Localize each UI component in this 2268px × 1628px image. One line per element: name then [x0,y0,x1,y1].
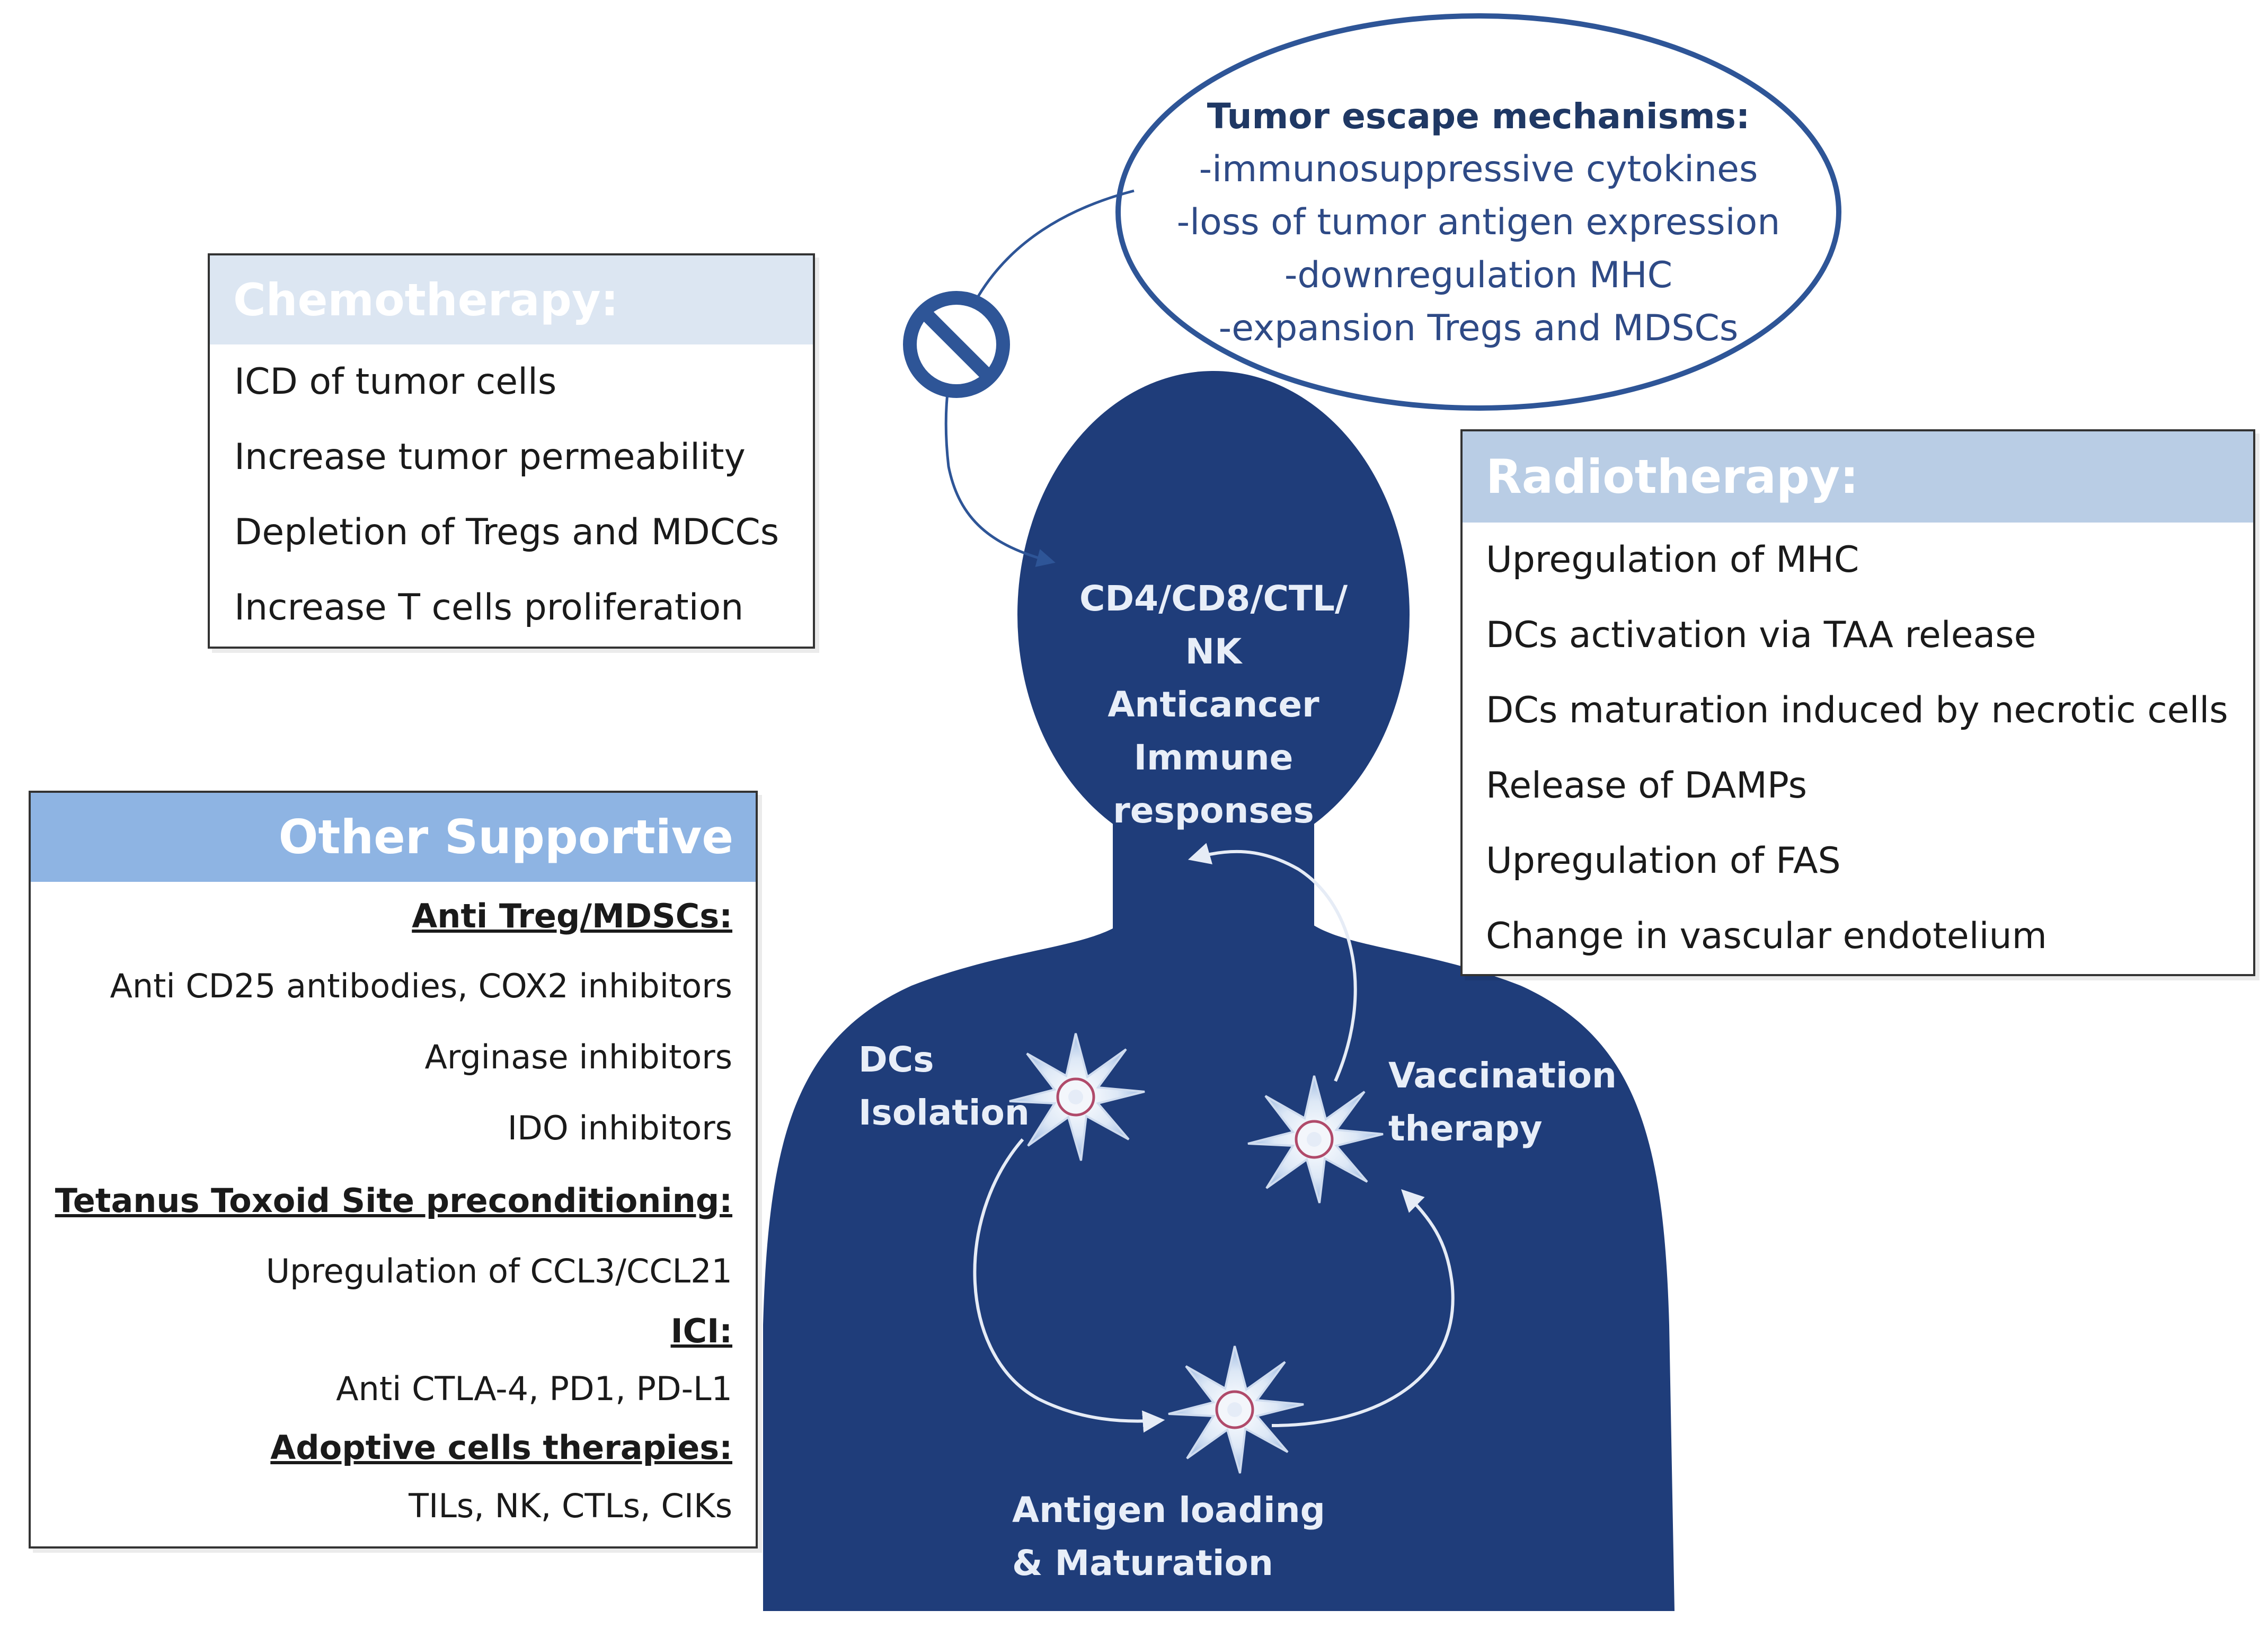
escape-arrow-path [944,189,1135,567]
immune-label-line: NK [1185,631,1242,672]
radiotherapy-item: DCs maturation induced by necrotic cells [1486,689,2228,731]
chemotherapy-item: Increase tumor permeability [234,436,746,478]
immune-label-line: responses [1113,790,1314,831]
radiotherapy-item: Upregulation of FAS [1486,840,1841,882]
other-section-heading: Adoptive cells therapies: [270,1428,732,1467]
other-section-item: Anti CTLA-4, PD1, PD-L1 [336,1369,732,1408]
other-section-item: TILs, NK, CTLs, CIKs [409,1487,732,1525]
vaccination-label-line: therapy [1388,1108,1543,1149]
chemotherapy-title: Chemotherapy: [210,255,813,344]
other-section-item: Anti CD25 antibodies, COX2 inhibitors [110,967,732,1005]
human-silhouette [763,371,1675,1611]
tumor-escape-text: Tumor escape mechanisms: -immunosuppress… [1113,90,1844,355]
other-section-item: Upregulation of CCL3/CCL21 [265,1252,732,1290]
chemotherapy-item: Depletion of Tregs and MDCCs [234,511,779,553]
cycle-arrow-antigen-to-vaccination [1271,1189,1455,1427]
other-section-heading: Anti Treg/MDSCs: [412,897,732,935]
tumor-escape-ellipse [1115,13,1841,411]
other-section-heading: ICI: [670,1312,732,1350]
radiotherapy-item: Release of DAMPs [1486,765,1808,807]
immune-response-label: CD4/CD8/CTL/ NK Anticancer Immune respon… [1055,572,1372,837]
other-section-heading: Tetanus Toxoid Site preconditioning: [55,1181,732,1220]
escape-title: Tumor escape mechanisms: [1207,96,1750,137]
other-section-item: Arginase inhibitors [424,1038,733,1076]
chemotherapy-item: ICD of tumor cells [234,361,557,403]
antigen-label-line: & Maturation [1012,1543,1273,1583]
immune-label-line: CD4/CD8/CTL/ [1079,578,1348,619]
escape-item: -expansion Tregs and MDSCs [1218,307,1739,349]
immune-label-line: Immune [1133,737,1294,778]
vaccination-label-line: Vaccination [1388,1055,1617,1096]
antigen-label-line: Antigen loading [1012,1490,1325,1530]
escape-item: -downregulation MHC [1284,254,1673,296]
radiotherapy-title: Radiotherapy: [1463,431,2253,523]
radiotherapy-item: DCs activation via TAA release [1486,614,2036,656]
radiotherapy-box: Radiotherapy: Upregulation of MHC DCs ac… [1460,429,2255,976]
other-section-item: IDO inhibitors [507,1109,732,1147]
escape-item: -loss of tumor antigen expression [1176,201,1780,243]
dcs-isolation-label: DCs Isolation [858,1033,1030,1139]
other-therapies-title: Other Supportive therapies: [31,793,756,953]
isolation-label-line: DCs [858,1039,934,1080]
isolation-label-line: Isolation [858,1092,1030,1133]
chemotherapy-item: Increase T cells proliferation [234,587,744,629]
cycle-arrow-isolation-to-antigen [973,1138,1165,1433]
chemotherapy-box: Chemotherapy: ICD of tumor cells Increas… [208,253,815,649]
no-entry-icon [903,291,1010,398]
vaccination-therapy-label: Vaccination therapy [1388,1049,1617,1155]
radiotherapy-item: Change in vascular endotelium [1486,915,2047,957]
cycle-arrow-vaccination-to-immune [1188,843,1357,1082]
radiotherapy-item: Upregulation of MHC [1486,539,1859,581]
immune-label-line: Anticancer [1108,684,1319,725]
other-therapies-box: Other Supportive therapies: Anti Treg/MD… [29,791,758,1549]
escape-item: -immunosuppressive cytokines [1199,148,1758,190]
antigen-loading-label: Antigen loading & Maturation [1012,1484,1325,1590]
